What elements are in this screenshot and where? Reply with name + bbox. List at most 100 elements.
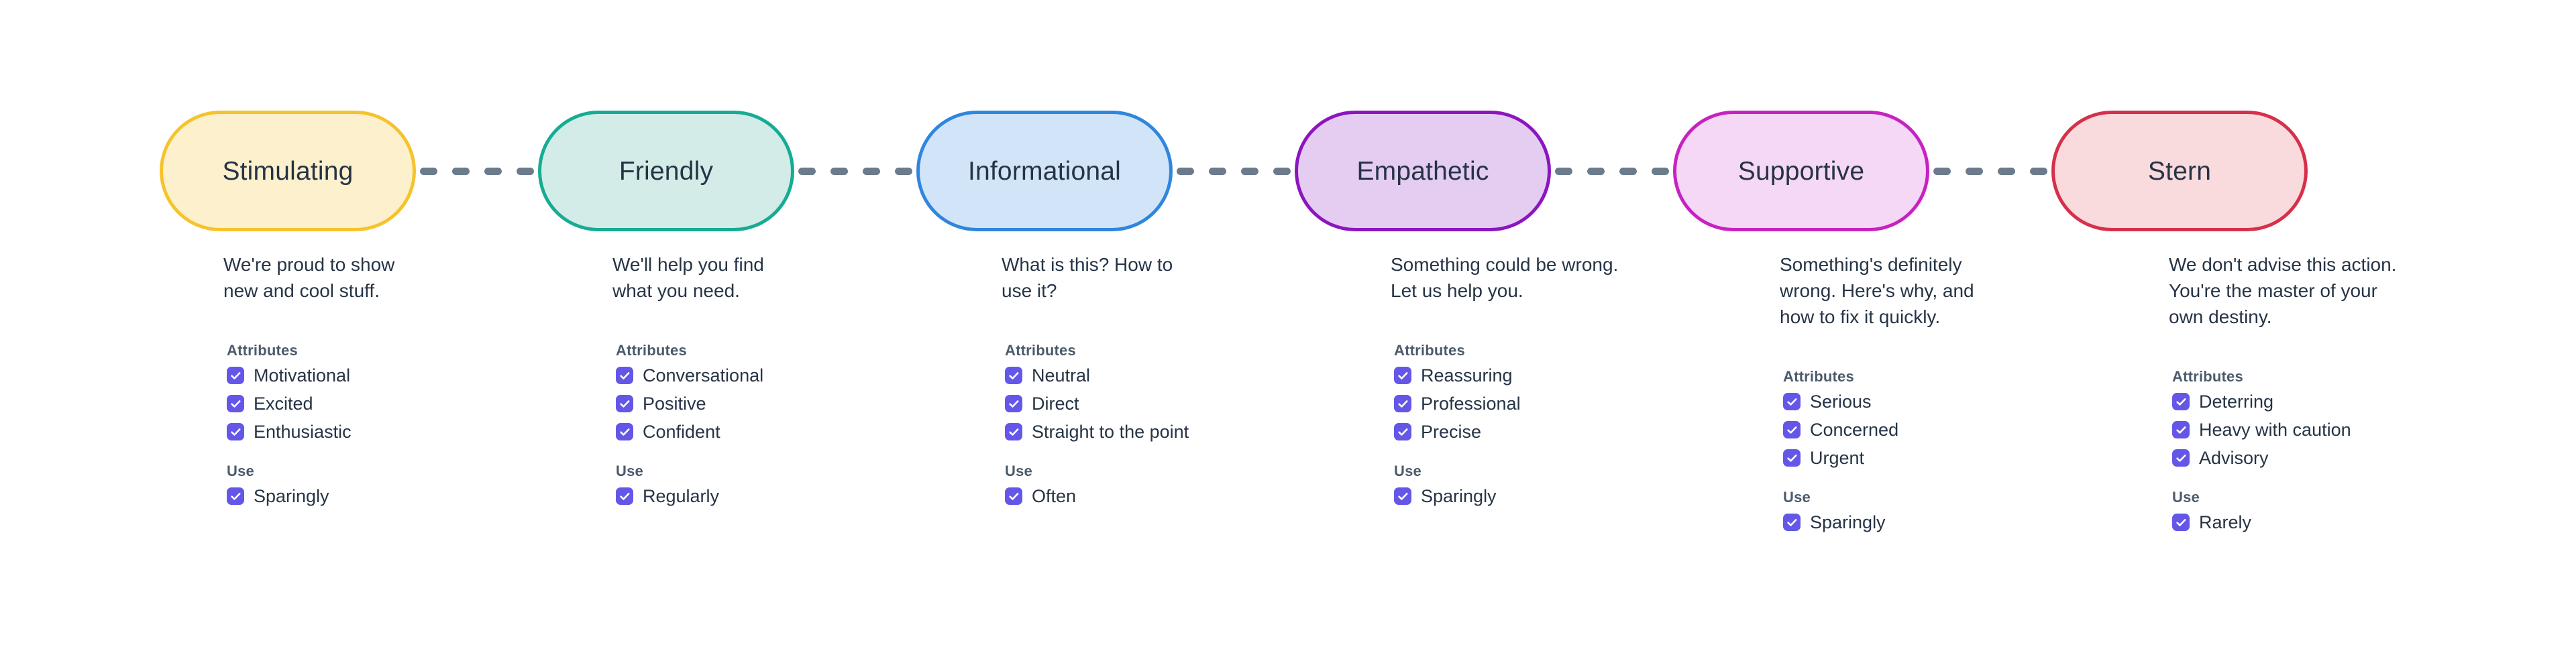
checkbox-checked-icon[interactable]	[2172, 514, 2190, 531]
list-item[interactable]: Serious	[1783, 392, 2094, 411]
checkbox-checked-icon[interactable]	[616, 487, 633, 505]
connector-informational-to-empathetic	[1173, 111, 1295, 231]
checkbox-checked-icon[interactable]	[2172, 393, 2190, 410]
list-item[interactable]: Sparingly	[1394, 487, 1705, 506]
use-group-title: Use	[1394, 463, 1421, 479]
tone-pill-empathetic[interactable]: Empathetic	[1295, 111, 1551, 231]
list-item[interactable]: Enthusiastic	[227, 422, 538, 441]
use-item-label: Rarely	[2199, 512, 2252, 532]
dashed-line-icon	[1998, 167, 2015, 175]
list-item[interactable]: Conversational	[616, 366, 927, 385]
use-group-title: Use	[2172, 489, 2200, 506]
use-item-label: Often	[1032, 486, 1077, 506]
checkbox-checked-icon[interactable]	[227, 367, 244, 384]
dashed-line-icon	[863, 167, 880, 175]
checkbox-checked-icon[interactable]	[227, 423, 244, 440]
checkbox-checked-icon[interactable]	[1005, 367, 1022, 384]
list-item[interactable]: Confident	[616, 422, 927, 441]
list-item[interactable]: Precise	[1394, 422, 1705, 441]
list-item[interactable]: Direct	[1005, 394, 1316, 413]
checkbox-checked-icon[interactable]	[1394, 487, 1411, 505]
checkbox-checked-icon[interactable]	[1783, 514, 1801, 531]
attributes-item-label: Neutral	[1032, 365, 1091, 386]
attributes-item-label: Positive	[643, 394, 706, 414]
tone-pill-informational[interactable]: Informational	[916, 111, 1173, 231]
list-item[interactable]: Heavy with caution	[2172, 420, 2483, 439]
tone-pill-supportive[interactable]: Supportive	[1673, 111, 1929, 231]
tone-pill-label: Friendly	[619, 156, 714, 186]
tone-pill-friendly[interactable]: Friendly	[538, 111, 794, 231]
list-item[interactable]: Rarely	[2172, 513, 2483, 532]
checkbox-checked-icon[interactable]	[1394, 395, 1411, 412]
list-item[interactable]: Regularly	[616, 487, 927, 506]
tone-pill-label: Stern	[2147, 156, 2212, 186]
checkbox-checked-icon[interactable]	[1394, 367, 1411, 384]
list-item[interactable]: Excited	[227, 394, 538, 413]
use-list: Regularly	[616, 487, 927, 506]
dashed-line-icon	[1273, 167, 1291, 175]
use-group-title: Use	[1783, 489, 1811, 506]
list-item[interactable]: Often	[1005, 487, 1316, 506]
list-item[interactable]: Sparingly	[1783, 513, 2094, 532]
dashed-line-icon	[1652, 167, 1669, 175]
dashed-line-icon	[1555, 167, 1572, 175]
checkbox-checked-icon[interactable]	[616, 395, 633, 412]
list-item[interactable]: Professional	[1394, 394, 1705, 413]
checkbox-checked-icon[interactable]	[2172, 421, 2190, 438]
tone-pill-label: Stimulating	[222, 156, 354, 186]
list-item[interactable]: Urgent	[1783, 449, 2094, 467]
checkbox-checked-icon[interactable]	[1005, 395, 1022, 412]
tone-pill-stimulating[interactable]: Stimulating	[160, 111, 416, 231]
attributes-group-title: Attributes	[227, 342, 298, 359]
use-list: Sparingly	[227, 487, 538, 506]
dashed-line-icon	[2030, 167, 2047, 175]
use-list: Often	[1005, 487, 1316, 506]
attributes-item-label: Direct	[1032, 394, 1079, 414]
list-item[interactable]: Reassuring	[1394, 366, 1705, 385]
checkbox-checked-icon[interactable]	[1005, 487, 1022, 505]
checkbox-checked-icon[interactable]	[1783, 449, 1801, 467]
checkbox-checked-icon[interactable]	[2172, 449, 2190, 467]
checkbox-checked-icon[interactable]	[1394, 423, 1411, 440]
dashed-line-icon	[830, 167, 848, 175]
list-item[interactable]: Neutral	[1005, 366, 1316, 385]
list-item[interactable]: Motivational	[227, 366, 538, 385]
checkbox-checked-icon[interactable]	[1005, 423, 1022, 440]
list-item[interactable]: Straight to the point	[1005, 422, 1316, 441]
list-item[interactable]: Concerned	[1783, 420, 2094, 439]
list-item[interactable]: Sparingly	[227, 487, 538, 506]
use-group-title: Use	[616, 463, 643, 479]
dashed-line-icon	[452, 167, 470, 175]
tone-pill-stern[interactable]: Stern	[2051, 111, 2308, 231]
list-item[interactable]: Advisory	[2172, 449, 2483, 467]
attributes-item-label: Professional	[1421, 394, 1521, 414]
list-item[interactable]: Positive	[616, 394, 927, 413]
use-item-label: Regularly	[643, 486, 720, 506]
attributes-item-label: Advisory	[2199, 448, 2269, 468]
checkbox-checked-icon[interactable]	[1783, 421, 1801, 438]
attributes-item-label: Enthusiastic	[254, 422, 352, 442]
checkbox-checked-icon[interactable]	[227, 395, 244, 412]
checkbox-checked-icon[interactable]	[1783, 393, 1801, 410]
checkbox-checked-icon[interactable]	[616, 423, 633, 440]
attributes-item-label: Excited	[254, 394, 313, 414]
attributes-item-label: Confident	[643, 422, 720, 442]
use-group-title: Use	[1005, 463, 1032, 479]
checkbox-checked-icon[interactable]	[616, 367, 633, 384]
attributes-item-label: Serious	[1810, 392, 1872, 412]
checkbox-checked-icon[interactable]	[227, 487, 244, 505]
list-item[interactable]: Deterring	[2172, 392, 2483, 411]
